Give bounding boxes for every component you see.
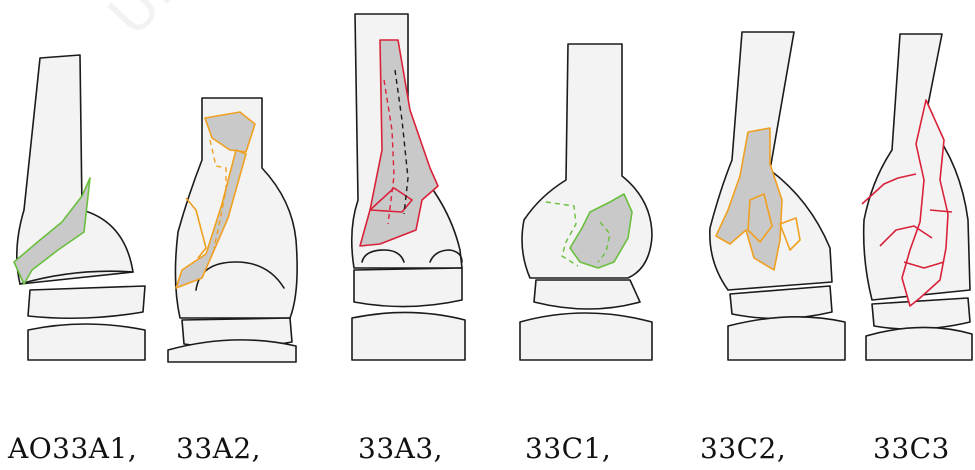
label-33C2: 33C2, — [700, 432, 786, 465]
panel-33C1-drawing — [520, 44, 652, 360]
panel-33A2-drawing — [168, 98, 297, 362]
label-33A3: 33A3, — [358, 432, 443, 465]
panel-33A3-drawing — [352, 14, 465, 360]
label-33C3: 33C3 — [873, 432, 950, 465]
label-33A1: AO33A1, — [8, 432, 137, 465]
panel-33C3-drawing — [862, 34, 972, 360]
panel-33C2-drawing — [710, 32, 845, 360]
label-33C1: 33C1, — [525, 432, 611, 465]
panel-33A1-drawing — [14, 55, 145, 360]
label-33A2: 33A2, — [176, 432, 261, 465]
